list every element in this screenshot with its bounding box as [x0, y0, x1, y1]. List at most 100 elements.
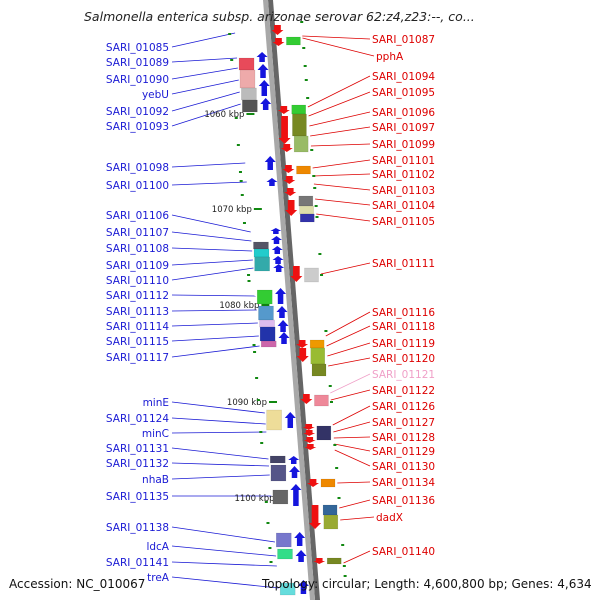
gene-box: [253, 241, 269, 250]
tick-dot: [260, 442, 264, 444]
backbone-strand: [263, 0, 315, 600]
leader-line: [171, 322, 258, 327]
gene-box: [322, 504, 338, 516]
tick-dot: [253, 351, 257, 353]
tick-dot: [318, 253, 322, 255]
gene-box: [253, 248, 270, 258]
gene-label: SARI_01107: [106, 227, 169, 239]
leader-line: [332, 405, 371, 426]
leader-line: [171, 335, 259, 342]
forward-gene-arrow: [276, 306, 288, 318]
gene-label: SARI_01118: [372, 321, 435, 333]
leader-line: [171, 162, 246, 168]
leader-line: [330, 389, 371, 401]
gene-label: minC: [142, 428, 169, 440]
forward-gene-arrow: [294, 532, 306, 546]
gene-box: [242, 99, 258, 113]
gene-label: SARI_01102: [372, 169, 435, 181]
forward-gene-arrow: [256, 52, 268, 62]
tick-dot: [255, 377, 259, 379]
genome-backbone: [263, 0, 320, 600]
gene-box: [256, 289, 273, 305]
gene-box: [323, 514, 339, 530]
tick-dot: [324, 330, 328, 332]
leader-line: [171, 417, 266, 425]
gene-label: ldcA: [146, 541, 169, 553]
tick-dot: [242, 222, 246, 224]
gene-label: pphA: [376, 51, 404, 63]
leader-line: [171, 32, 236, 48]
gene-label: SARI_01127: [372, 417, 435, 429]
gene-label: SARI_01095: [372, 87, 435, 99]
tick-dot: [320, 274, 324, 276]
leader-line: [171, 545, 277, 557]
leader-line: [312, 159, 371, 169]
gene-label: SARI_01126: [372, 401, 435, 413]
gene-box: [291, 104, 306, 115]
tick-dot: [312, 175, 316, 177]
tick-dot: [240, 194, 244, 196]
reverse-gene-arrow: [280, 144, 293, 152]
forward-gene-arrow: [284, 412, 296, 428]
leader-line: [171, 401, 265, 414]
gene-label: SARI_01135: [106, 491, 169, 503]
accession-text: Accession: NC_010067: [9, 577, 146, 591]
tick-dot: [343, 575, 347, 577]
gene-label: SARI_01129: [372, 446, 435, 458]
forward-gene-arrow: [272, 256, 284, 264]
tick-dot: [333, 444, 337, 446]
gene-label: SARI_01110: [106, 275, 169, 287]
kbp-label: 1060 kbp: [204, 110, 244, 120]
leader-line: [310, 126, 371, 137]
leader-line: [171, 259, 253, 266]
gene-box: [304, 267, 319, 283]
leader-line: [171, 247, 253, 252]
tick-dot: [252, 344, 256, 346]
gene-box: [241, 87, 257, 101]
tick-dot: [230, 59, 234, 61]
leader-lines: [171, 32, 375, 589]
gene-label: dadX: [376, 512, 403, 524]
gene-label: SARI_01116: [372, 307, 435, 319]
gene-label: SARI_01097: [372, 122, 435, 134]
gene-label: SARI_01131: [106, 443, 169, 455]
gene-label: SARI_01085: [106, 42, 169, 54]
tick-dot: [239, 180, 243, 182]
gene-box: [239, 69, 256, 89]
gene-label: SARI_01099: [372, 139, 435, 151]
gene-label: SARI_01109: [106, 260, 169, 272]
leader-line: [302, 35, 371, 40]
reverse-gene-arrow: [283, 176, 296, 184]
kbp-label: 1080 kbp: [219, 301, 259, 311]
gene-box: [269, 455, 286, 464]
gene-label: SARI_01094: [372, 71, 435, 83]
tick-dot: [247, 280, 251, 282]
reverse-gene-arrow: [313, 558, 326, 564]
forward-gene-arrow: [290, 484, 302, 506]
leader-line: [171, 561, 277, 567]
reverse-gene-arrow: [300, 394, 313, 404]
leader-line: [315, 198, 371, 206]
tick-dot: [328, 385, 332, 387]
tick-dot: [228, 33, 232, 35]
forward-gene-arrow: [266, 178, 278, 186]
gene-label: SARI_01112: [106, 290, 169, 302]
tick-dot: [329, 401, 333, 403]
kbp-label: 1090 kbp: [227, 398, 267, 408]
tick-dot: [300, 21, 304, 23]
tick-dot: [304, 79, 308, 81]
leader-line: [171, 447, 269, 460]
gene-label: SARI_01122: [372, 385, 435, 397]
gene-box: [300, 213, 315, 223]
reverse-gene-arrow: [296, 348, 309, 362]
leader-line: [171, 91, 240, 112]
gene-label: SARI_01134: [372, 477, 435, 489]
reverse-gene-arrow: [304, 444, 317, 450]
gene-box: [320, 478, 336, 488]
tick-dot: [268, 547, 272, 549]
forward-gene-arrow: [260, 98, 272, 110]
gene-box: [258, 305, 274, 321]
leader-line: [171, 474, 270, 480]
forward-gene-arrow: [278, 332, 290, 344]
